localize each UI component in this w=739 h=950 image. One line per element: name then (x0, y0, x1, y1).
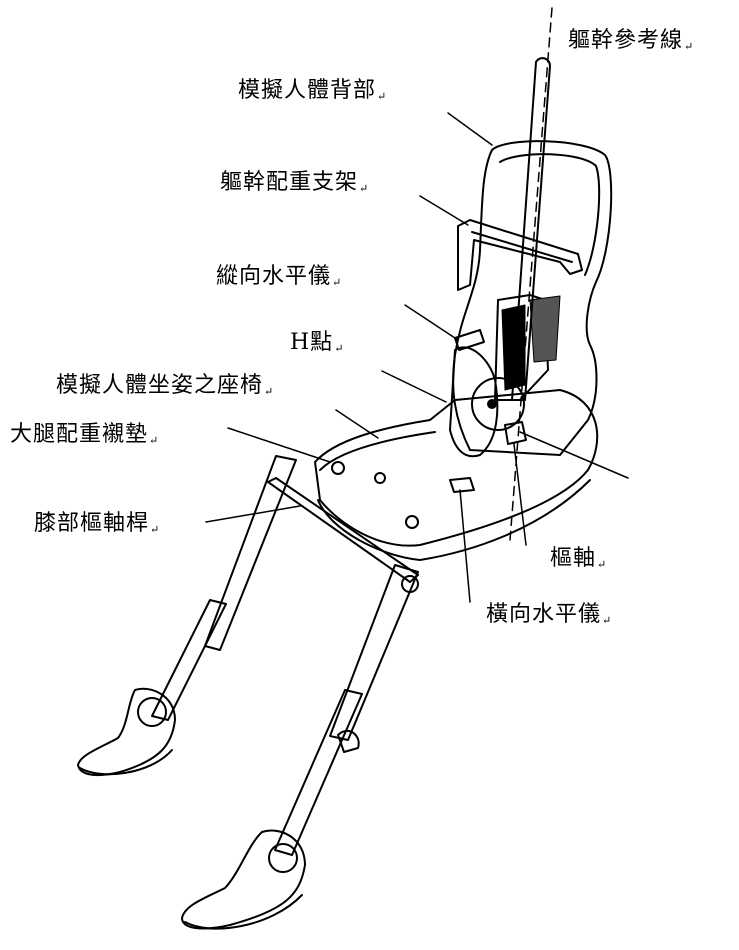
back-shell (452, 140, 613, 456)
pivot-disk-bolt (487, 399, 497, 409)
label-manikin-back: 模擬人體背部↵ (238, 78, 388, 103)
label-thigh-weight-pad-text: 大腿配重襯墊 (10, 422, 149, 447)
label-thigh-weight-pad: 大腿配重襯墊↵ (10, 422, 160, 447)
ankle-right (268, 843, 298, 873)
longitudinal-level-block (454, 329, 485, 351)
back-shell-inner (499, 153, 601, 276)
label-knee-pivot-bar: 膝部樞軸桿↵ (34, 511, 161, 536)
spine-hatch (501, 304, 526, 391)
return-mark-icon: ↵ (150, 523, 161, 536)
leader-transverse-level (459, 489, 471, 603)
label-manikin-seat-pan-text: 模擬人體坐姿之座椅 (56, 373, 264, 398)
return-mark-icon: ↵ (684, 40, 695, 53)
transverse-level-block (449, 477, 475, 493)
return-mark-icon: ↵ (332, 276, 343, 289)
label-manikin-seat-pan: 模擬人體坐姿之座椅↵ (56, 373, 275, 398)
label-manikin-back-text: 模擬人體背部 (238, 78, 377, 103)
seat-pan (314, 389, 599, 547)
thigh-rod-right (329, 564, 419, 741)
right-shin-clamp (337, 729, 360, 753)
label-torso-weight-bracket: 軀幹配重支架↵ (220, 170, 370, 195)
label-pivot-axis: 樞軸↵ (550, 546, 608, 571)
seat-pan-edge (319, 431, 436, 471)
label-longitudinal-level: 縱向水平儀↵ (216, 264, 343, 289)
seat-knob-mid (374, 472, 386, 484)
leader-knee-pivot-bar (205, 505, 301, 523)
label-h-point: H點↵ (290, 330, 345, 355)
shoe-left-sole (79, 749, 173, 776)
label-torso-weight-bracket-text: 軀幹配重支架 (220, 170, 359, 195)
pivot-axis-line (519, 431, 629, 479)
leader-seat-pan (335, 409, 379, 439)
label-longitudinal-level-text: 縱向水平儀 (216, 264, 332, 289)
leader-h-point (381, 370, 447, 403)
label-torso-reference-line: 軀幹參考線↵ (568, 28, 695, 53)
leader-manikin-back (447, 112, 493, 146)
knee-pivot-bar (267, 477, 419, 583)
torso-reference-dashed-line (509, 7, 553, 541)
thigh-rod-left (204, 455, 297, 651)
return-mark-icon: ↵ (359, 182, 370, 195)
shoe-left (77, 687, 176, 777)
return-mark-icon: ↵ (597, 558, 608, 571)
leader-torso-weight-bracket (419, 195, 469, 226)
return-mark-icon: ↵ (334, 342, 345, 355)
shin-left (151, 599, 227, 721)
return-mark-icon: ↵ (149, 434, 160, 447)
label-pivot-axis-text: 樞軸 (550, 546, 597, 571)
seat-knob-left (331, 461, 345, 475)
label-transverse-level: 橫向水平儀↵ (486, 602, 613, 627)
side-plate-hatch (529, 295, 561, 363)
label-transverse-level-text: 橫向水平儀 (486, 602, 602, 627)
leader-pivot-axis (513, 443, 527, 546)
label-h-point-text: H點 (290, 330, 334, 355)
torso-reference-rod (511, 57, 551, 401)
label-torso-reference-line-text: 軀幹參考線 (568, 28, 684, 53)
return-mark-icon: ↵ (264, 385, 275, 398)
pivot-axle (504, 421, 527, 445)
shin-right (274, 689, 363, 856)
seat-pan-rim (317, 479, 591, 561)
leader-thigh-weight-pad (227, 427, 331, 463)
return-mark-icon: ↵ (602, 614, 613, 627)
label-knee-pivot-bar-text: 膝部樞軸桿 (34, 511, 150, 536)
return-mark-icon: ↵ (377, 90, 388, 103)
seat-knob-front (405, 515, 419, 529)
shoe-right-sole (184, 894, 303, 930)
ankle-left (137, 697, 167, 727)
leader-longitudinal-level (404, 304, 459, 341)
pivot-disk (471, 377, 525, 431)
pivot-housing (449, 346, 499, 458)
